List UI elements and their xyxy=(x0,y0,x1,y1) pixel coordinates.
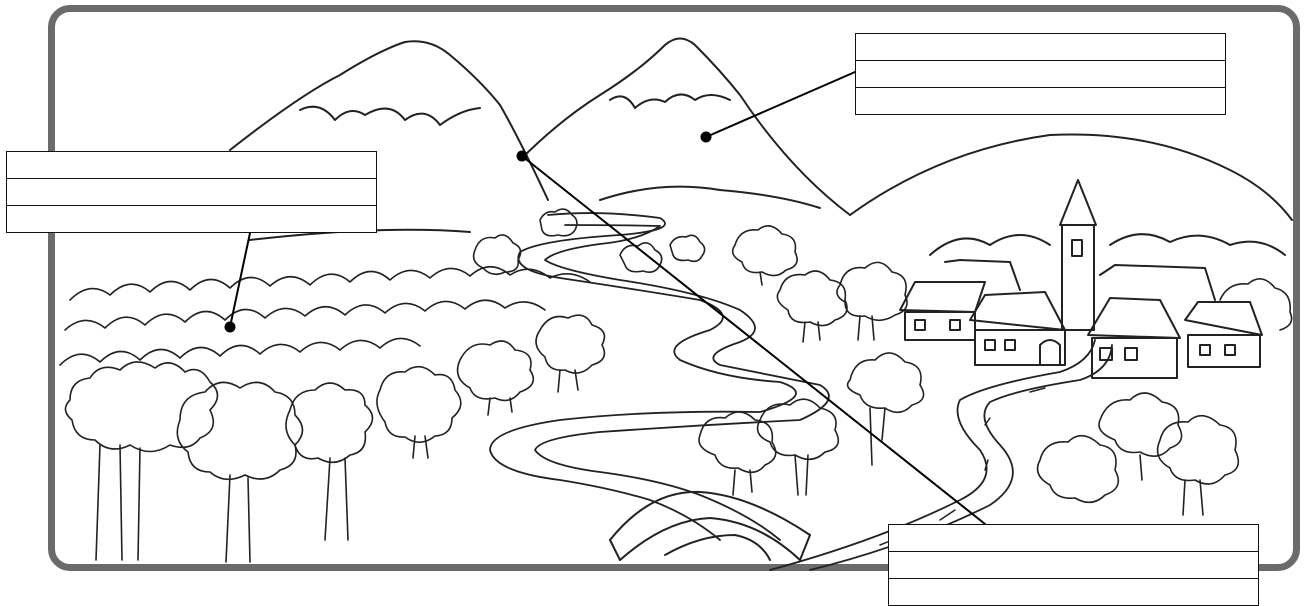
mountain-label-line-1[interactable] xyxy=(856,34,1225,61)
village xyxy=(899,179,1286,379)
river-label-line-1[interactable] xyxy=(889,525,1258,552)
river-label-box[interactable] xyxy=(888,524,1259,606)
label-pointers xyxy=(224,71,986,525)
forest xyxy=(59,265,606,563)
mountain-label-line-2[interactable] xyxy=(856,61,1225,88)
river xyxy=(489,212,830,541)
mountain-label-box[interactable] xyxy=(855,33,1226,115)
forest-label-line-2[interactable] xyxy=(7,179,376,206)
forest-pointer-line xyxy=(229,232,251,328)
river-label-line-3[interactable] xyxy=(889,579,1258,605)
river-label-line-2[interactable] xyxy=(889,552,1258,579)
mountain-pointer-dot xyxy=(700,131,712,143)
bridge xyxy=(609,490,811,561)
forest-label-box[interactable] xyxy=(6,151,377,233)
forest-label-line-3[interactable] xyxy=(7,206,376,232)
forest-label-line-1[interactable] xyxy=(7,152,376,179)
mountain-pointer-line xyxy=(705,71,856,138)
forest-pointer-dot xyxy=(224,321,236,333)
river-pointer-dot xyxy=(516,150,528,162)
mountain-label-line-3[interactable] xyxy=(856,88,1225,114)
mountains xyxy=(229,37,1293,241)
river-pointer-line xyxy=(521,155,986,525)
trees xyxy=(472,208,1293,516)
